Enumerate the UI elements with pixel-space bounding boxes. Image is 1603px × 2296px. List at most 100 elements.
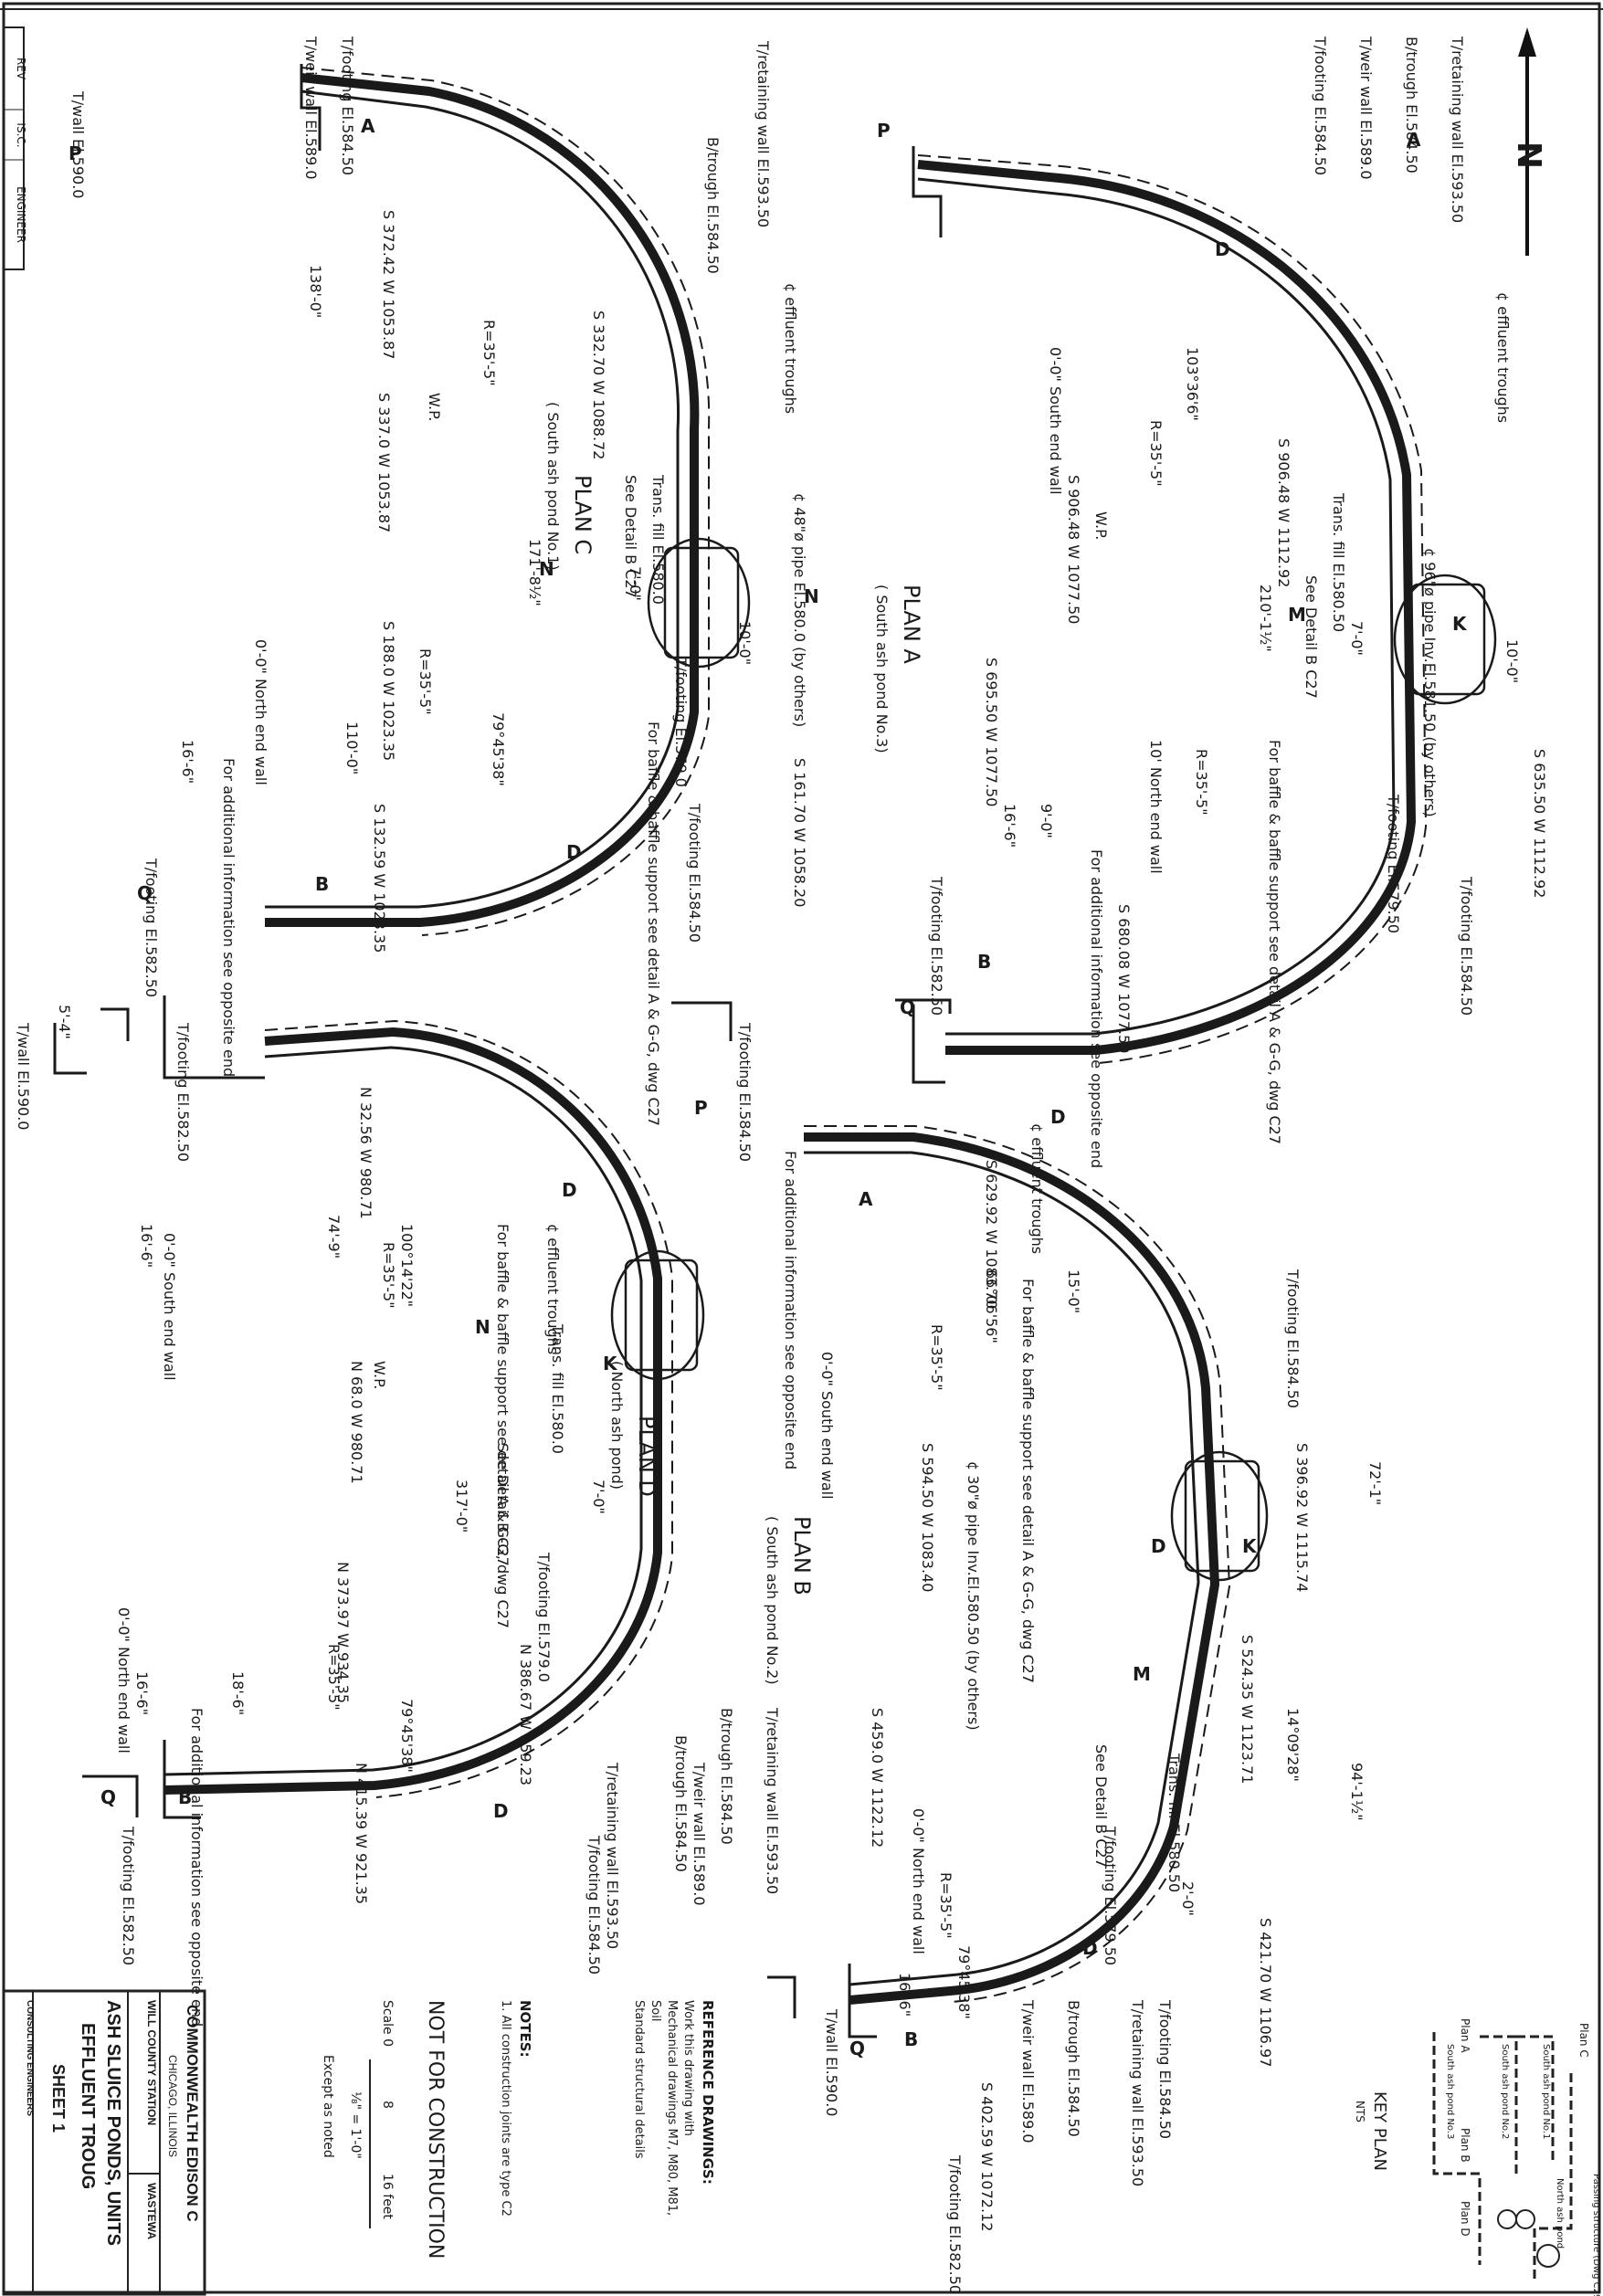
dim-16-6-b: 16'-6" bbox=[896, 1973, 913, 2017]
title-city: CHICAGO, ILLINOIS bbox=[166, 2055, 179, 2157]
coord-c4: S 188.0 W 1023.35 bbox=[380, 621, 397, 761]
angle-14: 14°09'28" bbox=[1284, 1708, 1302, 1782]
label-north-end-wall-c: 0'-0" North end wall bbox=[252, 639, 269, 785]
coord-c1: S 372.42 W 1053.87 bbox=[380, 210, 397, 359]
svg-text:Standard structural details: Standard structural details bbox=[632, 2000, 646, 2159]
coord-b8: S 402.59 W 1072.12 bbox=[978, 2082, 996, 2231]
angle-79-b: 79°45'38" bbox=[955, 1945, 973, 2019]
radius-c: R=35'-5" bbox=[480, 320, 498, 386]
section-mark-k1: K bbox=[1452, 613, 1468, 635]
reference-drawings: REFERENCE DRAWINGS: Work this drawing wi… bbox=[632, 2000, 716, 2216]
label-t-footing-d5: T/footing El.582.50 bbox=[120, 1826, 137, 1965]
dim-94: 94'-1½" bbox=[1348, 1763, 1366, 1821]
angle-103: 103°36'6" bbox=[1184, 347, 1201, 421]
dim-10-0-c: 10'-0" bbox=[736, 621, 754, 665]
label-see-detail-b-b: See Detail B C27 bbox=[1092, 1744, 1110, 1868]
coord-d5: N 415.39 W 921.35 bbox=[353, 1763, 370, 1904]
svg-text:NOTES:: NOTES: bbox=[517, 2000, 533, 2058]
label-for-additional-b: For additional information see opposite … bbox=[782, 1151, 799, 1469]
revision-block: REV IS.C. ENGINEER bbox=[3, 26, 27, 270]
coord-c5: S 161.70 W 1058.20 bbox=[791, 758, 808, 907]
section-mark-d6: D bbox=[1151, 1535, 1166, 1557]
angle-79-c: 79°45'38" bbox=[490, 712, 507, 786]
section-mark-m2: M bbox=[1133, 1663, 1151, 1685]
trough-channels bbox=[163, 67, 1428, 2005]
label-t-footing-b3: T/footing El.584.50 bbox=[1156, 1999, 1174, 2139]
dim-7-0-a: 7'-0" bbox=[1348, 621, 1366, 656]
end-walls bbox=[53, 64, 952, 2038]
section-mark-p3: P bbox=[694, 1097, 708, 1119]
notes: NOTES: 1. All construction joints are ty… bbox=[499, 2000, 533, 2217]
label-for-additional-a: For additional information see opposite … bbox=[1088, 849, 1105, 1168]
section-mark-n3: N bbox=[475, 1316, 490, 1338]
dim-5-b: 2'-0" bbox=[1179, 1881, 1197, 1916]
plan-b-title: PLAN B bbox=[789, 1516, 815, 1596]
radius-d: R=35'-5" bbox=[380, 1242, 397, 1309]
coord-a5: S 906.48 W 1077.50 bbox=[1065, 475, 1082, 624]
dim-10-0-a: 10'-0" bbox=[1503, 639, 1521, 683]
title-block: COMMONWEALTH EDISON C CHICAGO, ILLINOIS … bbox=[2, 1989, 206, 2296]
label-b-trough-c: B/trough El.584.50 bbox=[704, 137, 722, 274]
section-mark-d7: D bbox=[1082, 1937, 1098, 1959]
label-effluent-troughs-a: ¢ effluent troughs bbox=[1494, 292, 1512, 423]
label-t-retaining-c: T/retaining wall El.593.50 bbox=[754, 40, 772, 227]
section-mark-p2: P bbox=[69, 142, 82, 164]
section-mark-q2: Q bbox=[137, 882, 153, 904]
section-mark-b3: B bbox=[178, 1786, 192, 1808]
key-plan: KEY PLAN NTS Plan A Plan B Plan C Plan D… bbox=[1354, 2018, 1601, 2296]
angle-66: 66°06'56" bbox=[983, 1269, 1000, 1343]
coord-c2: S 332.70 W 1088.72 bbox=[590, 311, 607, 459]
section-mark-q3: Q bbox=[100, 1786, 116, 1808]
label-t-footing-d1: T/footing El.584.50 bbox=[736, 1022, 754, 1162]
label-south-end-wall-d: 0'-0" South end wall bbox=[161, 1233, 178, 1381]
svg-text:IS.C.: IS.C. bbox=[15, 122, 27, 147]
dim-9-0: 9'-0" bbox=[1038, 804, 1055, 838]
label-north-end-wall-a: 10' North end wall bbox=[1147, 740, 1165, 874]
plan-b-subtitle: ( South ash pond No.2) bbox=[764, 1516, 781, 1685]
label-trans-fill-b: Trans. fill El.580.50 bbox=[1165, 1753, 1183, 1892]
scale-except: Except as noted bbox=[321, 2055, 335, 2158]
section-mark-n2: N bbox=[539, 558, 554, 580]
coord-a3: S 680.08 W 1077.50 bbox=[1115, 904, 1133, 1053]
label-wp-a: W.P. bbox=[1092, 511, 1110, 540]
radius-b: R=35'-5" bbox=[928, 1324, 945, 1391]
plan-d-title: PLAN D bbox=[634, 1416, 659, 1497]
label-t-footing-a2: T/footing El.579.50 bbox=[1385, 794, 1402, 933]
scale-mid: 8 bbox=[380, 2101, 395, 2109]
title-station: WILL COUNTY STATION bbox=[145, 2000, 158, 2125]
angle-79-d: 79°45'38" bbox=[398, 1699, 416, 1773]
label-baffle-c: For baffle & baffle support see detail A… bbox=[645, 721, 662, 1126]
plan-c-title: PLAN C bbox=[570, 475, 596, 554]
section-mark-q4: Q bbox=[849, 2038, 865, 2059]
label-for-additional-d: For additional information see opposite … bbox=[188, 1708, 206, 2027]
stamp-and-scale: NOT FOR CONSTRUCTION Scale 0 8 16 feet ⅛… bbox=[321, 2000, 447, 2259]
svg-text:ENGINEER: ENGINEER bbox=[15, 186, 27, 243]
label-see-detail-b-c: See Detail B C27 bbox=[622, 475, 639, 598]
label-for-additional-c: For additional information see opposite … bbox=[220, 758, 237, 1077]
north-letter: N bbox=[1510, 142, 1547, 169]
label-pipe-30: ¢ 30"ø pipe Inv.El.580.50 (by others) bbox=[965, 1461, 982, 1731]
label-see-detail-b-d: See Detail B C27 bbox=[494, 1443, 511, 1566]
dim-16-6-c: 16'-6" bbox=[179, 740, 196, 784]
label-t-footing-b4: T/footing El.582.50 bbox=[946, 2154, 964, 2294]
label-t-wall-c: T/wall El.590.0 bbox=[69, 90, 87, 198]
label-baffle-a: For baffle & baffle support see detail A… bbox=[1266, 740, 1283, 1144]
dim-16-6-a: 16'-6" bbox=[1001, 804, 1018, 848]
label-north-end-wall-b: 0'-0" North end wall bbox=[910, 1808, 927, 1954]
label-see-detail-b-a: See Detail B C27 bbox=[1302, 575, 1320, 699]
section-mark-d1: D bbox=[1215, 238, 1230, 260]
dim-16-6-d: 16'-6" bbox=[138, 1224, 155, 1268]
label-t-weir-b: T/weir wall El.589.0 bbox=[1019, 1999, 1037, 2143]
label-t-retaining-a: T/retaining wall El.593.50 bbox=[1449, 36, 1466, 223]
plan-c-subtitle: ( South ash pond No.1) bbox=[544, 402, 562, 571]
label-t-weir-c: T/weir wall El.589.0 bbox=[302, 36, 320, 180]
dim-15-0: 15'-0" bbox=[1065, 1269, 1082, 1313]
title-dept: WASTEWA bbox=[145, 2183, 158, 2239]
label-baffle-b: For baffle & baffle support see detail A… bbox=[1019, 1279, 1037, 1683]
trough-plan-c bbox=[265, 67, 711, 936]
section-mark-a1: A bbox=[1407, 129, 1421, 151]
section-mark-n1: N bbox=[804, 585, 819, 607]
label-trans-fill-d: Trans. fill El.580.0 bbox=[549, 1323, 566, 1454]
section-mark-d4: D bbox=[493, 1800, 509, 1822]
